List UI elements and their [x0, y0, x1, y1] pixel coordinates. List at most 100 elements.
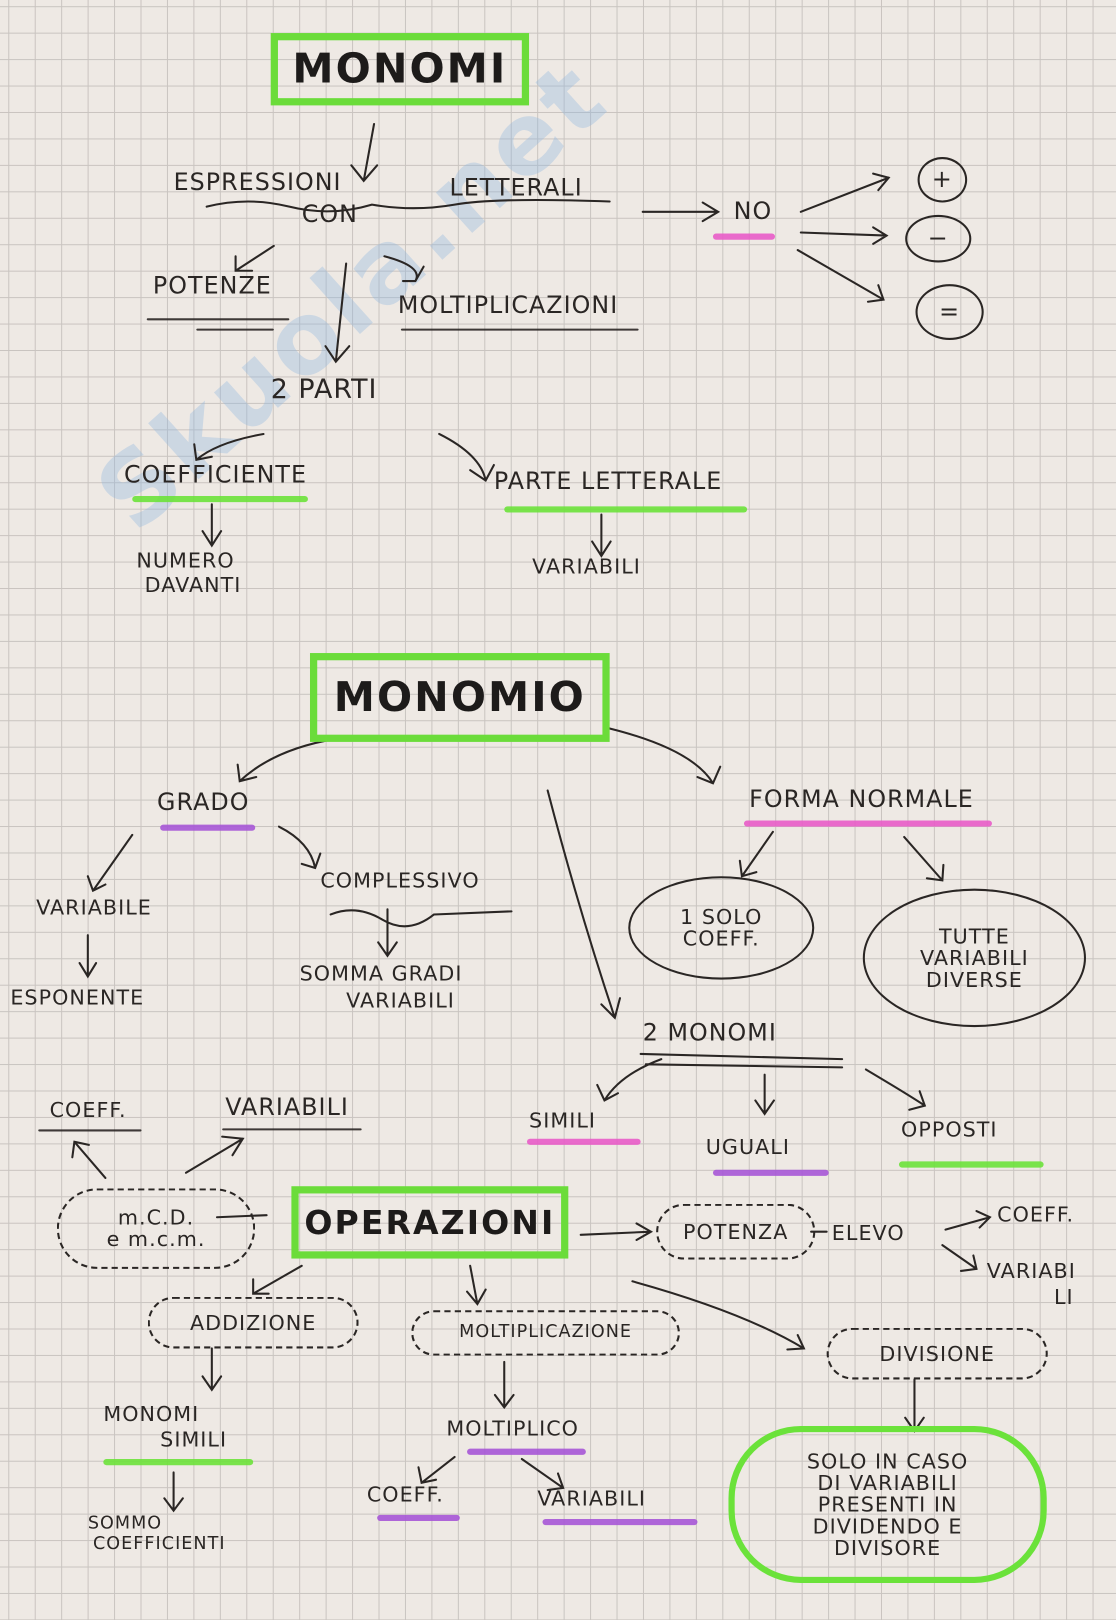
title-operazioni-box: OPERAZIONI [291, 1186, 569, 1259]
node-divisione: DIVISIONE [826, 1327, 1048, 1380]
highlight-uguali [712, 1169, 829, 1176]
node-letterali: LETTERALI [449, 174, 583, 202]
arrow-to-solo-coeff [738, 830, 774, 878]
arrow-to-moltiplicazioni [383, 255, 425, 283]
node-esponente: ESPONENTE [10, 984, 145, 1010]
node-moltiplico: MOLTIPLICO [446, 1415, 579, 1441]
node-molt-variabili: VARIABILI [537, 1485, 647, 1511]
title-monomi-box: MONOMI [270, 33, 530, 106]
arrow-to-moltiplico [493, 1360, 515, 1410]
node-2-parti: 2 PARTI [270, 374, 378, 406]
arrow-to-grado [236, 737, 337, 783]
node-complessivo: COMPLESSIVO [320, 867, 480, 893]
arrow-to-esponente [78, 934, 98, 979]
arrow-to-potenze [234, 244, 275, 272]
arrow-letterali-no [641, 201, 721, 223]
node-con: CON [301, 201, 358, 229]
arrow-to-parte-letterale [438, 432, 495, 482]
node-forma-normale: FORMA NORMALE [749, 786, 974, 814]
arrow-elevo-coeff [944, 1209, 992, 1231]
node-coefficienti: COEFFICIENTI [92, 1533, 226, 1555]
arrow-to-potenza [579, 1222, 654, 1241]
node-espressioni: ESPRESSIONI [173, 169, 342, 197]
node-coefficiente: COEFFICIENTE [123, 461, 308, 489]
highlight-coefficiente [132, 495, 308, 503]
highlight-simili [526, 1138, 641, 1145]
highlight-opposti [898, 1161, 1044, 1168]
node-monomi-simili: SIMILI [160, 1426, 228, 1452]
arrow-to-numero [201, 503, 223, 548]
underline-variabili-mcd [222, 1128, 362, 1131]
node-tutte-variabili: TUTTE VARIABILI DIVERSE [862, 888, 1086, 1028]
node-potenza-variabili-2: LI [1053, 1284, 1074, 1310]
highlight-grado [160, 824, 256, 831]
arrow-no-equals [796, 249, 885, 303]
node-variabili: VARIABILI [532, 553, 641, 579]
underline-potenze [146, 318, 290, 321]
highlight-moltiplico [467, 1448, 586, 1455]
highlight-monomi-simili [103, 1459, 254, 1466]
underline-due-monomi [639, 1052, 844, 1069]
node-no: NO [733, 198, 773, 226]
node-potenza-coeff: COEFF. [997, 1201, 1075, 1227]
node-potenza: POTENZA [656, 1203, 816, 1260]
arrow-no-minus [799, 226, 889, 245]
arrow-monomi-espressioni [350, 122, 379, 183]
title-monomio: MONOMIO [333, 673, 586, 722]
arrow-to-coefficiente [193, 432, 265, 462]
arrow-to-due-monomi [546, 789, 622, 1020]
node-uguali: UGUALI [705, 1134, 790, 1160]
node-parte-letterale: PARTE LETTERALE [493, 468, 723, 495]
node-potenza-variabili: VARIABI [986, 1258, 1076, 1284]
node-solo-coeff: 1 SOLO COEFF. [628, 876, 815, 980]
node-monomi: MONOMI [103, 1401, 200, 1426]
title-monomio-box: MONOMIO [309, 653, 610, 742]
symbol-minus: − [905, 214, 972, 263]
arrow-elevo-variabili [941, 1244, 978, 1272]
arrow-to-monomi-simili [201, 1347, 223, 1392]
highlight-no [712, 233, 775, 240]
node-simili: SIMILI [529, 1107, 597, 1133]
node-opposti: OPPOSTI [901, 1116, 998, 1142]
arrow-to-uguali [754, 1073, 775, 1116]
node-elevo: ELEVO [831, 1220, 905, 1246]
arrow-to-sommo [163, 1471, 184, 1513]
node-numero: NUMERO [136, 547, 235, 573]
title-monomi: MONOMI [292, 45, 508, 93]
arrow-to-somma-gradi [377, 908, 398, 958]
highlight-parte-letterale [504, 506, 748, 513]
node-somma-gradi: SOMMA GRADI [299, 960, 463, 986]
arrow-to-variabili [591, 513, 612, 558]
node-davanti: DAVANTI [144, 572, 242, 598]
title-operazioni: OPERAZIONI [304, 1202, 556, 1243]
highlight-molt-coeff [377, 1514, 460, 1522]
arrow-to-moltiplicazione [466, 1264, 487, 1306]
arrow-no-plus [799, 172, 891, 213]
arrow-to-molt-coeff [417, 1455, 456, 1485]
symbol-plus: + [917, 157, 968, 203]
symbol-equals: = [915, 284, 984, 340]
node-addizione: ADDIZIONE [147, 1296, 359, 1349]
node-grado: GRADO [157, 789, 250, 817]
node-coeff-mcd: COEFF. [49, 1097, 127, 1123]
node-molt-coeff: COEFF. [366, 1481, 444, 1507]
highlight-molt-variabili [542, 1518, 698, 1526]
arrow-to-parti [324, 262, 351, 364]
wavy-espressioni [205, 198, 611, 213]
arrow-to-coeff-mcd [71, 1140, 107, 1179]
underline-moltiplicazioni [400, 328, 639, 331]
arrow-to-opposti [864, 1068, 927, 1111]
wavy-complessivo [329, 909, 513, 928]
arrow-to-variabili-mcd [184, 1135, 245, 1174]
node-2-monomi: 2 MONOMI [642, 1019, 777, 1047]
node-potenze: POTENZE [152, 272, 272, 300]
node-divisione-nota: SOLO IN CASO DI VARIABILI PRESENTI IN DI… [728, 1425, 1047, 1584]
arrow-to-complessivo [277, 825, 322, 870]
node-sommo: SOMMO [87, 1512, 163, 1534]
node-variabili-mcd: VARIABILI [225, 1094, 349, 1122]
arrow-to-variabile [86, 833, 134, 893]
node-moltiplicazioni: MOLTIPLICAZIONI [397, 292, 619, 320]
underline-potenze-2 [196, 328, 274, 331]
